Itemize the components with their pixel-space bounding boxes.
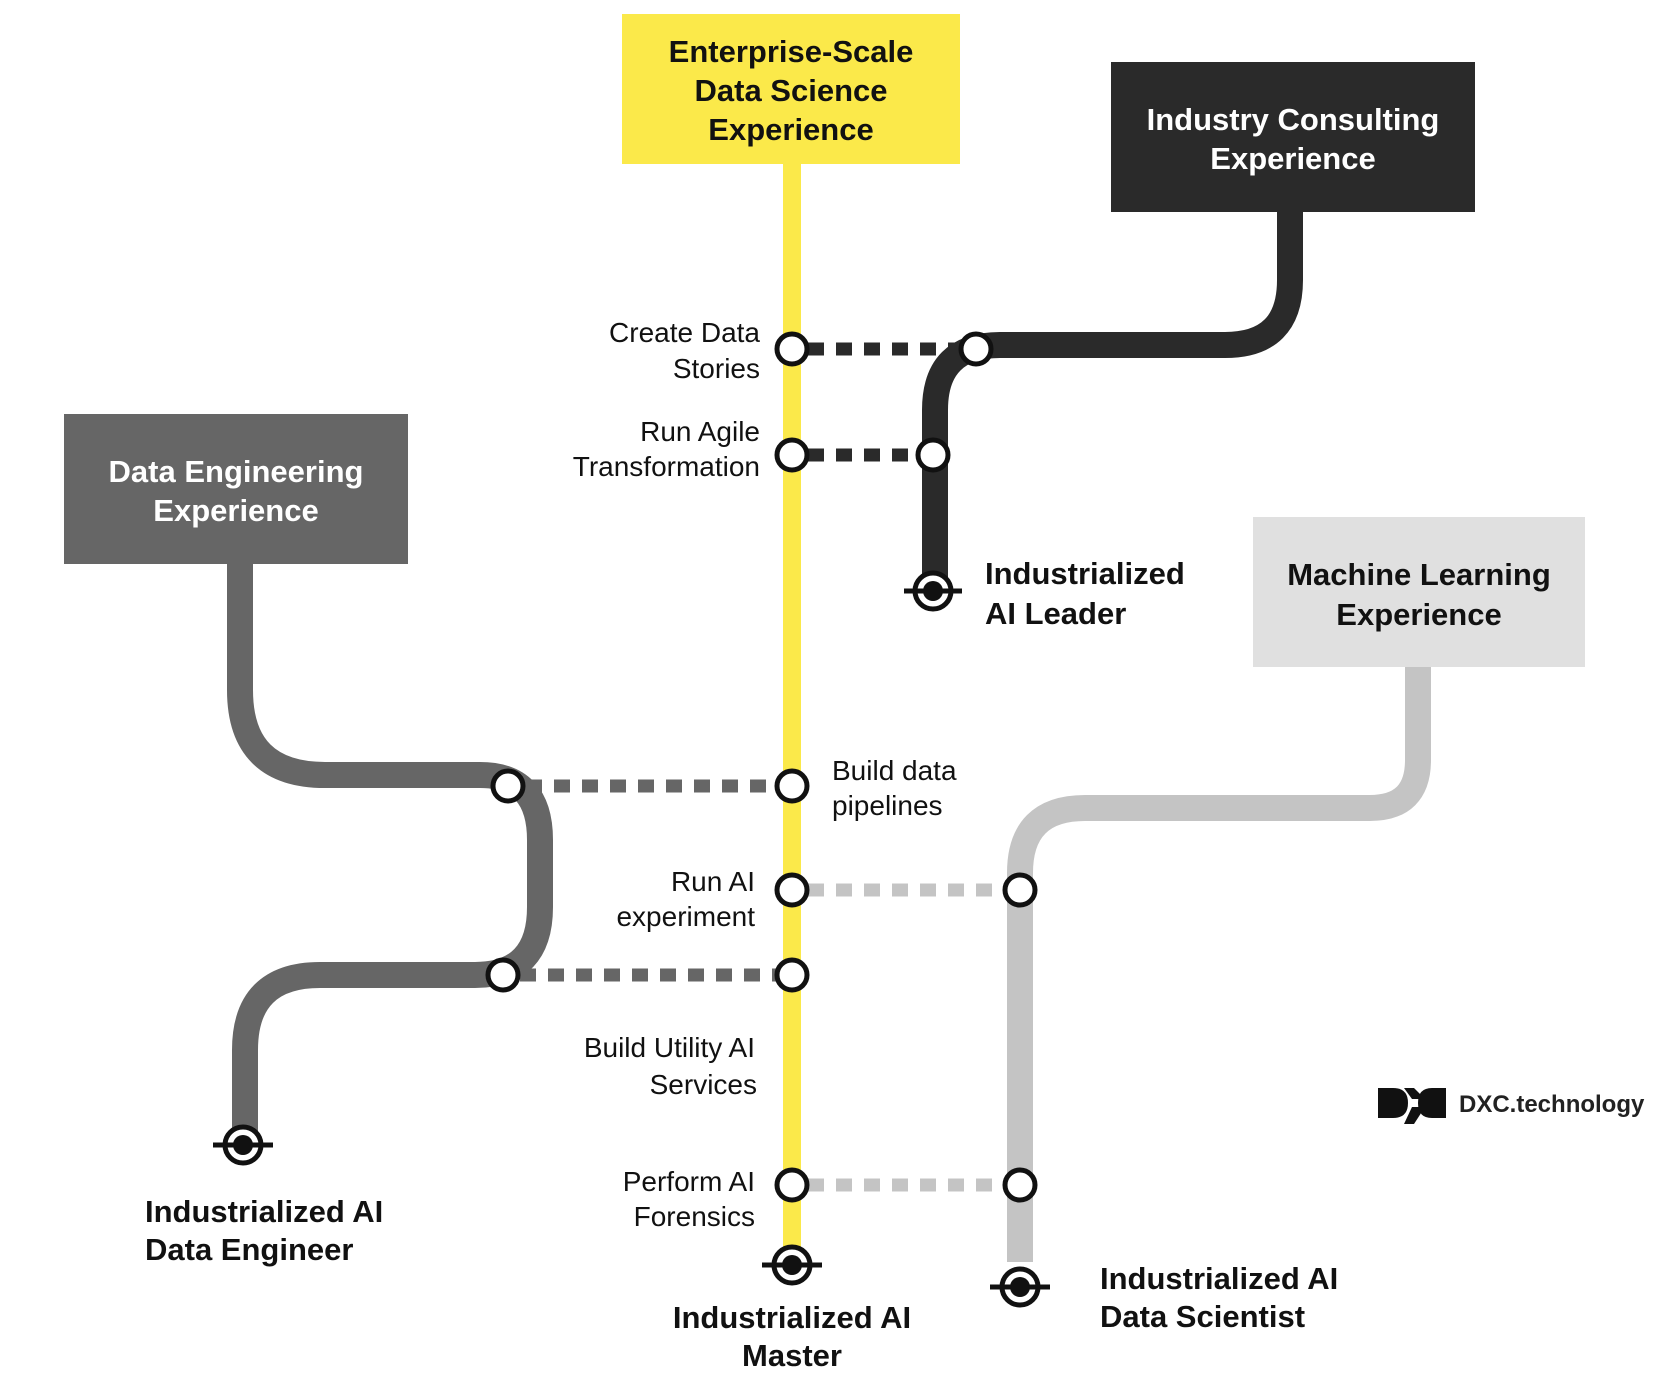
ml-box-line2: Experience xyxy=(1336,597,1501,632)
label-data-scientist-line1: Industrialized AI xyxy=(1100,1261,1338,1296)
label-ai-leader-line2: AI Leader xyxy=(985,596,1126,631)
enterprise-box: Enterprise-Scale Data Science Experience xyxy=(622,14,960,164)
label-master-line1: Industrialized AI xyxy=(673,1300,911,1335)
engineering-box: Data Engineering Experience xyxy=(64,414,408,564)
consulting-box: Industry Consulting Experience xyxy=(1111,62,1475,212)
stop-run-agile xyxy=(774,437,810,473)
ml-track xyxy=(1007,665,1431,1262)
label-perform-forensics-line2: Forensics xyxy=(634,1201,755,1232)
stop-engineering-build-utility xyxy=(485,957,521,993)
stop-perform-forensics xyxy=(774,1167,810,1203)
stop-build-utility xyxy=(774,957,810,993)
label-data-engineer-line2: Data Engineer xyxy=(145,1232,353,1267)
engineering-box-line2: Experience xyxy=(153,493,318,528)
terminal-data-engineer xyxy=(213,1124,273,1166)
label-run-ai-experiment-line1: Run AI xyxy=(671,866,755,897)
stop-consulting-run-agile xyxy=(915,437,951,473)
label-build-utility-line2: Services xyxy=(650,1069,757,1100)
label-perform-forensics-line1: Perform AI xyxy=(623,1166,755,1197)
label-run-ai-experiment-line2: experiment xyxy=(616,901,755,932)
terminal-data-scientist xyxy=(990,1266,1050,1308)
engineering-box-line1: Data Engineering xyxy=(109,454,364,489)
stop-ml-perform-forensics xyxy=(1002,1167,1038,1203)
label-build-pipelines-line1: Build data xyxy=(832,755,957,786)
stop-consulting-create-data-stories xyxy=(958,331,994,367)
dxc-logo: DXC.technology xyxy=(1378,1088,1645,1124)
dxc-logo-text: DXC.technology xyxy=(1459,1091,1645,1118)
consulting-track xyxy=(922,205,1303,588)
stops xyxy=(485,331,1038,1203)
label-build-pipelines-line2: pipelines xyxy=(832,790,943,821)
consulting-box-line2: Experience xyxy=(1210,141,1375,176)
label-run-agile-line1: Run Agile xyxy=(640,416,760,447)
label-master-line2: Master xyxy=(742,1338,842,1373)
stop-run-ai-experiment xyxy=(774,872,810,908)
label-create-data-stories-line1: Create Data xyxy=(609,317,760,348)
stop-ml-run-ai-experiment xyxy=(1002,872,1038,908)
stop-create-data-stories xyxy=(774,331,810,367)
consulting-box-line1: Industry Consulting xyxy=(1147,102,1440,137)
label-ai-leader-line1: Industrialized xyxy=(985,556,1185,591)
stop-engineering-build-pipelines xyxy=(490,768,526,804)
ml-box: Machine Learning Experience xyxy=(1253,517,1585,667)
label-data-scientist-line2: Data Scientist xyxy=(1100,1299,1305,1334)
ml-box-line1: Machine Learning xyxy=(1287,557,1551,592)
label-run-agile-line2: Transformation xyxy=(573,451,760,482)
enterprise-box-line2: Data Science xyxy=(695,73,888,108)
terminal-master xyxy=(762,1244,822,1286)
label-build-utility-line1: Build Utility AI xyxy=(584,1032,755,1063)
terminal-ai-leader xyxy=(904,570,962,612)
label-data-engineer-line1: Industrialized AI xyxy=(145,1194,383,1229)
enterprise-box-line1: Enterprise-Scale xyxy=(669,34,914,69)
label-create-data-stories-line2: Stories xyxy=(673,353,760,384)
engineering-track xyxy=(227,560,553,1140)
dxc-logo-mark xyxy=(1378,1088,1446,1124)
stop-build-pipelines xyxy=(774,768,810,804)
enterprise-box-line3: Experience xyxy=(708,112,873,147)
